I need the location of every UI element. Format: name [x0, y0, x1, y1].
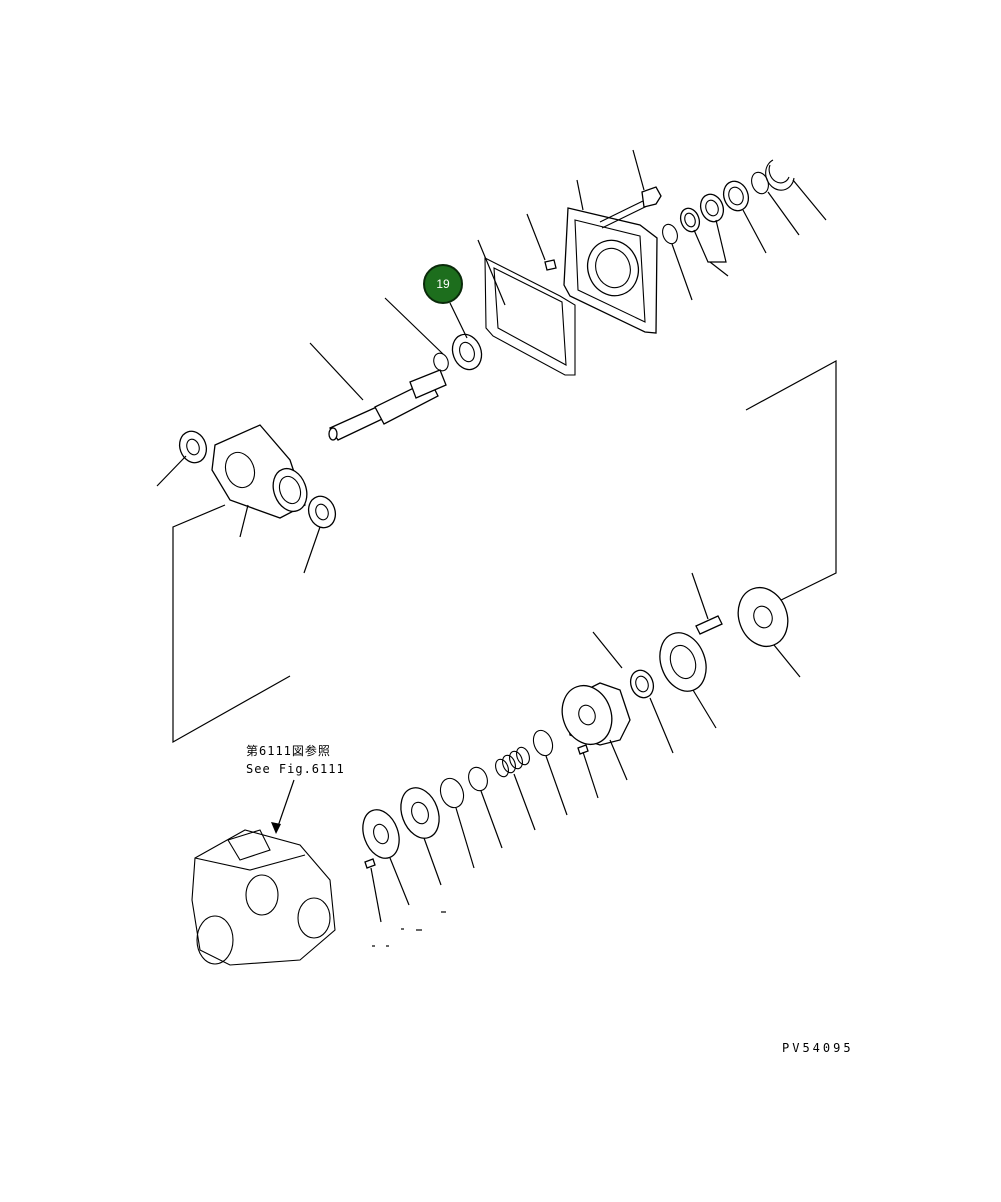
- callout-badge-19[interactable]: 19: [423, 264, 463, 304]
- swash-plate: [659, 632, 707, 692]
- bracket-right: [745, 359, 837, 604]
- reference-arrowhead: [271, 822, 281, 834]
- shaft: [328, 369, 447, 441]
- bearing-left: [178, 430, 208, 464]
- bolt: [599, 186, 662, 229]
- bolt-lower: [695, 615, 723, 635]
- gasket: [484, 257, 576, 376]
- valve-plate: [362, 809, 400, 859]
- cylinder-block: [561, 682, 631, 746]
- o-ring-small: [662, 223, 678, 245]
- bearing-right: [307, 495, 337, 529]
- reference-note-english: See Fig.6111: [246, 762, 345, 776]
- ring-lower: [629, 669, 655, 699]
- washer-lower: [468, 766, 488, 792]
- housing: [211, 424, 308, 519]
- pin: [544, 259, 557, 271]
- pin-lower: [364, 858, 376, 869]
- seal-pair: [679, 193, 725, 233]
- thrust-plate: [737, 586, 789, 648]
- bearing: [451, 333, 483, 371]
- pin-small: [577, 744, 589, 755]
- shoe-plate: [400, 787, 440, 839]
- washer: [433, 352, 449, 372]
- cover-plate: [563, 207, 658, 334]
- shim: [439, 777, 465, 809]
- leader-lines: [156, 149, 827, 947]
- drawing-number: PV54095: [782, 1041, 854, 1055]
- callout-number: 19: [436, 277, 450, 291]
- reference-note-japanese: 第6111図参照: [246, 744, 331, 758]
- snap-ring: [765, 159, 795, 191]
- retainer: [532, 729, 554, 757]
- collar: [722, 180, 750, 212]
- reference-housing: [191, 829, 336, 966]
- reference-arrow: [275, 779, 295, 833]
- bracket-left: [172, 504, 291, 744]
- spring: [495, 746, 530, 778]
